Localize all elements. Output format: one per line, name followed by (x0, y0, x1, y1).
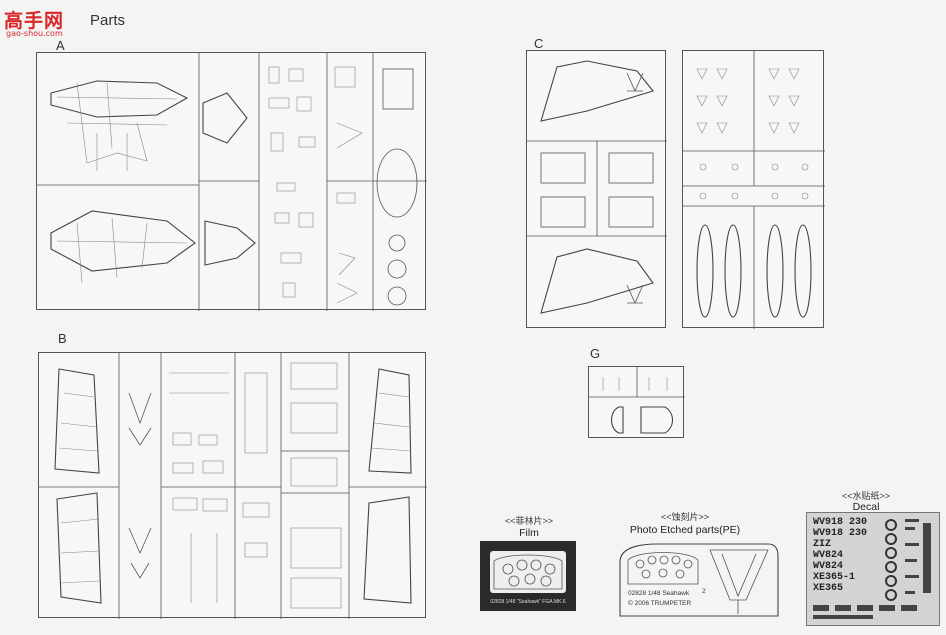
page-title: Parts (90, 12, 126, 29)
sprue-a (36, 52, 427, 311)
sprue-b (38, 352, 427, 619)
film-sheet: 02828 1/48 "Seahawk" FGA.MK.6 (480, 541, 576, 611)
sprue-g (588, 366, 685, 438)
sprue-g-drawing (589, 367, 685, 434)
decal-serials: WV918 230 WV918 230 ZIZ WV824 WV824 XE36… (813, 517, 867, 594)
sprue-c-drawing (527, 60, 667, 314)
pe-caption: Photo Etched parts(PE) (629, 524, 741, 536)
sprue-a-label: A (56, 38, 65, 53)
decal-serial: XE365-1 (813, 572, 856, 583)
sprue-a-drawing (37, 53, 427, 311)
sprue-g-label: G (590, 346, 601, 361)
pe-fret-drawing (619, 543, 779, 617)
pe-print-line2: © 2006 TRUMPETER (628, 600, 692, 607)
pe-caption-cn: <<蚀刻片>> (660, 512, 710, 522)
film-print-text: 02828 1/48 "Seahawk" FGA.MK.6 (490, 599, 566, 605)
film-caption-cn: <<菲林片>> (504, 516, 554, 526)
sprue-c-label: C (534, 36, 544, 51)
film-caption: Film (519, 527, 539, 539)
decal-caption: Decal (852, 501, 880, 513)
decal-serial: WV824 (813, 561, 844, 572)
sprue-c-secondary-drawing (683, 51, 825, 329)
sprue-b-drawing (39, 353, 427, 619)
decal-serial: WV824 (813, 550, 844, 561)
sprue-b-label: B (58, 331, 67, 346)
pe-print-line1: 02828 1/48 Seahawk (628, 590, 690, 597)
decal-serial: WV918 230 (813, 528, 868, 539)
site-logo: 高手网 (4, 10, 65, 32)
site-logo-url: gao-shou.com (6, 29, 63, 38)
decal-serial: XE365 (813, 583, 844, 594)
decal-sheet: WV918 230 WV918 230 ZIZ WV824 WV824 XE36… (806, 512, 940, 626)
decal-roundels (813, 519, 931, 619)
decal-serial: WV918 230 (813, 517, 868, 528)
sprue-c-secondary (682, 50, 825, 329)
decal-caption-cn: <<水贴纸>> (841, 491, 891, 501)
sprue-c (526, 50, 667, 328)
film-instrument-panel (490, 551, 566, 593)
pe-part-number: 2 (702, 588, 706, 595)
pe-fret: 02828 1/48 Seahawk © 2006 TRUMPETER 2 (618, 540, 780, 618)
instrument-panel-icon (493, 554, 563, 590)
decal-serial: ZIZ (813, 539, 832, 550)
